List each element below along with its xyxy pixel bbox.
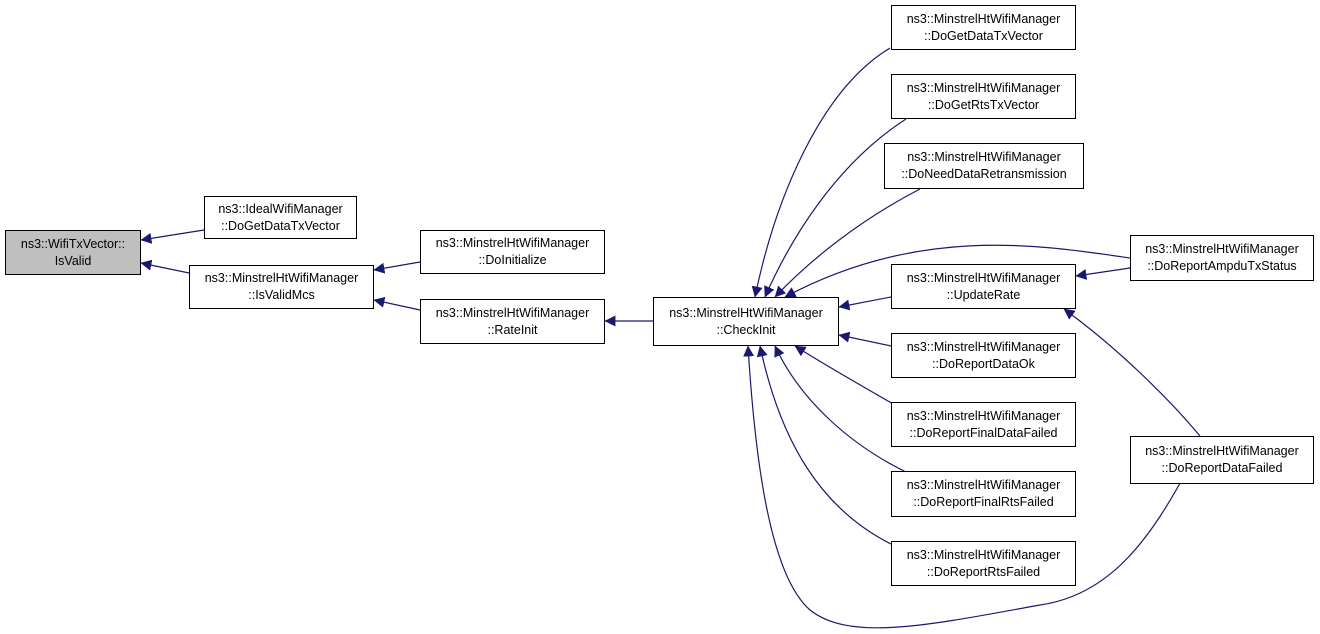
node-check-init[interactable]: ns3::MinstrelHtWifiManager ::CheckInit: [653, 297, 839, 346]
edge-ideal-get-data-tx-vector-to-is-valid: [140, 229, 205, 244]
edge-do-get-data-tx-vector-to-check-init: [751, 47, 891, 298]
node-do-report-final-data-failed[interactable]: ns3::MinstrelHtWifiManager ::DoReportFin…: [891, 402, 1076, 447]
node-label-line-1: ns3::MinstrelHtWifiManager: [906, 270, 1061, 285]
node-label-line-2: IsValid: [54, 253, 92, 268]
node-label-line-2: ::DoGetRtsTxVector: [927, 97, 1040, 112]
node-label-line-1: ns3::MinstrelHtWifiManager: [906, 547, 1061, 562]
node-label-line-2: ::DoReportFinalDataFailed: [909, 425, 1058, 440]
edge-is-valid-mcs-to-is-valid: [140, 259, 190, 274]
node-update-rate[interactable]: ns3::MinstrelHtWifiManager ::UpdateRate: [891, 264, 1076, 309]
node-label-line-1: ns3::MinstrelHtWifiManager: [907, 150, 1061, 164]
node-label-line-1: ns3::MinstrelHtWifiManager: [906, 478, 1061, 492]
edge-do-report-ampdu-tx-status-to-update-rate: [1075, 267, 1131, 280]
node-label-line-2: ::DoGetDataTxVector: [221, 218, 340, 233]
node-label-line-1: ns3::MinstrelHtWifiManager: [435, 305, 590, 320]
edge-do-report-data-failed-to-update-rate: [1063, 308, 1201, 437]
node-do-need-data-retransmission[interactable]: ns3::MinstrelHtWifiManager ::DoNeedDataR…: [884, 143, 1084, 189]
node-label-line-2: ::DoGetDataTxVector: [924, 28, 1043, 43]
node-label-line-2: ::IsValidMcs: [248, 288, 315, 302]
node-is-valid-mcs[interactable]: ns3::MinstrelHtWifiManager ::IsValidMcs: [189, 265, 374, 309]
node-label-line-2: ::DoReportDataOk: [932, 356, 1035, 371]
node-label-line-2: ::DoReportDataFailed: [1161, 461, 1283, 475]
node-label-line-2: ::DoReportFinalRtsFailed: [913, 495, 1054, 509]
node-do-get-data-tx-vector[interactable]: ns3::MinstrelHtWifiManager ::DoGetDataTx…: [891, 5, 1076, 50]
edge-do-report-rts-failed-to-check-init: [756, 345, 896, 547]
node-label-line-1: ns3::WifiTxVector::: [20, 236, 126, 251]
node-do-report-data-ok[interactable]: ns3::MinstrelHtWifiManager ::DoReportDat…: [891, 333, 1076, 378]
node-label-line-1: ns3::MinstrelHtWifiManager: [906, 408, 1061, 423]
node-rate-init[interactable]: ns3::MinstrelHtWifiManager ::RateInit: [420, 299, 605, 344]
node-label-line-2: ::UpdateRate: [946, 287, 1021, 302]
node-do-report-final-rts-failed[interactable]: ns3::MinstrelHtWifiManager ::DoReportFin…: [891, 471, 1076, 517]
edge-do-need-data-retransmission-to-check-init: [774, 188, 921, 298]
edge-do-initialize-to-is-valid-mcs: [373, 261, 421, 274]
node-label-line-1: ns3::MinstrelHtWifiManager: [906, 80, 1061, 95]
node-do-report-rts-failed[interactable]: ns3::MinstrelHtWifiManager ::DoReportRts…: [891, 541, 1076, 586]
edge-do-report-final-rts-failed-to-check-init: [774, 345, 909, 474]
edge-update-rate-to-check-init: [838, 296, 892, 311]
node-label-line-2: ::DoReportAmpduTxStatus: [1147, 259, 1297, 273]
node-label-line-2: ::RateInit: [487, 322, 538, 337]
node-label-line-2: ::DoNeedDataRetransmission: [901, 167, 1067, 181]
node-label-line-1: ns3::IdealWifiManager: [218, 201, 343, 216]
node-label-line-2: ::DoReportRtsFailed: [926, 564, 1041, 579]
node-label-line-2: ::CheckInit: [716, 322, 776, 337]
node-wifi-tx-vector-is-valid: ns3::WifiTxVector:: IsValid: [5, 230, 141, 275]
edge-do-report-data-failed-to-check-init: [743, 345, 1191, 629]
node-ideal-do-get-data-tx-vector[interactable]: ns3::IdealWifiManager ::DoGetDataTxVecto…: [204, 196, 357, 239]
node-label-line-2: ::DoInitialize: [478, 253, 547, 267]
edge-do-report-data-ok-to-check-init: [838, 331, 892, 347]
node-label-line-1: ns3::MinstrelHtWifiManager: [1145, 444, 1299, 458]
edge-do-report-ampdu-tx-status-to-check-init: [784, 244, 1131, 298]
edge-rate-init-to-is-valid-mcs: [373, 296, 421, 311]
node-do-report-ampdu-tx-status[interactable]: ns3::MinstrelHtWifiManager ::DoReportAmp…: [1130, 235, 1314, 281]
node-do-get-rts-tx-vector[interactable]: ns3::MinstrelHtWifiManager ::DoGetRtsTxV…: [891, 74, 1076, 119]
node-label-line-1: ns3::MinstrelHtWifiManager: [906, 339, 1061, 354]
node-do-initialize[interactable]: ns3::MinstrelHtWifiManager ::DoInitializ…: [420, 230, 605, 274]
node-label-line-1: ns3::MinstrelHtWifiManager: [669, 305, 823, 320]
node-do-report-data-failed[interactable]: ns3::MinstrelHtWifiManager ::DoReportDat…: [1130, 436, 1314, 484]
node-label-line-1: ns3::MinstrelHtWifiManager: [204, 271, 359, 285]
edge-do-report-final-data-failed-to-check-init: [794, 345, 896, 406]
node-label-line-1: ns3::MinstrelHtWifiManager: [906, 11, 1061, 26]
node-label-line-1: ns3::MinstrelHtWifiManager: [1145, 242, 1299, 256]
node-label-line-1: ns3::MinstrelHtWifiManager: [435, 236, 590, 250]
edge-do-get-rts-tx-vector-to-check-init: [764, 118, 907, 298]
